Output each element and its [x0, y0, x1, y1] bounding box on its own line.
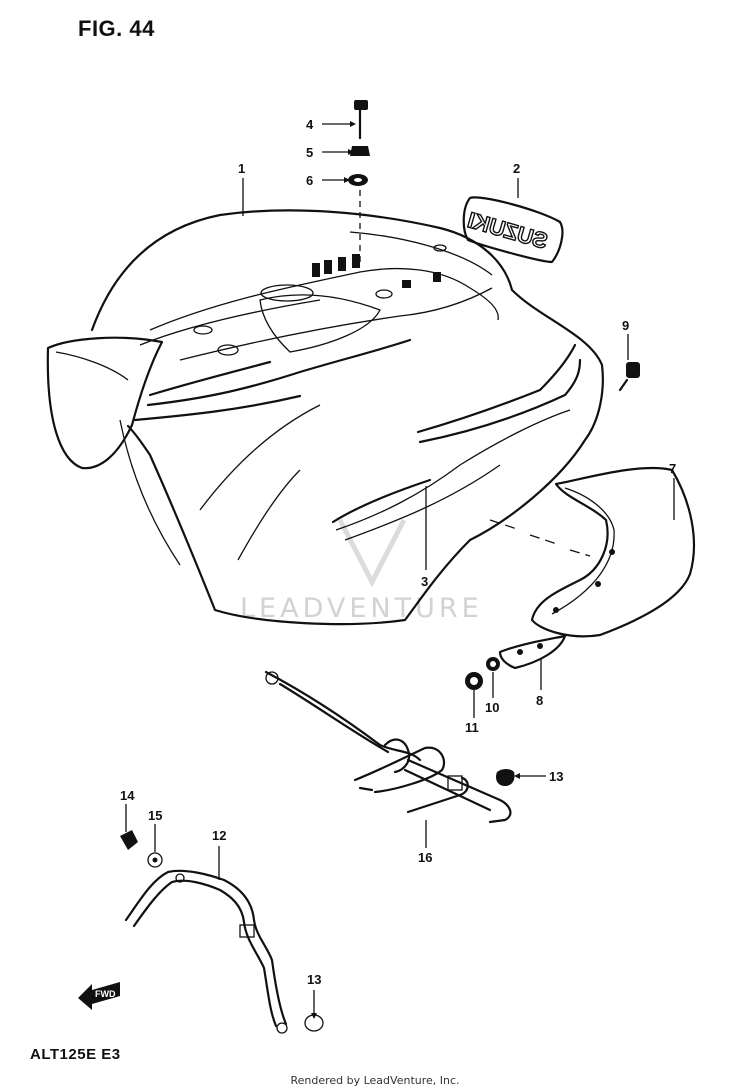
callout-5: 5 — [306, 145, 313, 160]
callout-labels: 4 5 6 1 2 9 7 3 8 10 11 13 14 15 12 16 1… — [120, 117, 676, 987]
washer-10[interactable] — [486, 657, 500, 671]
figure-title: FIG. 44 — [78, 16, 155, 41]
callout-4: 4 — [306, 117, 314, 132]
emblem-text: SUZUKI — [465, 207, 551, 254]
callout-6: 6 — [306, 173, 313, 188]
callout-14: 14 — [120, 788, 135, 803]
suzuki-emblem[interactable]: SUZUKI — [462, 196, 564, 264]
rear-fender[interactable] — [46, 209, 604, 626]
callout-15: 15 — [148, 808, 162, 823]
watermark: LEADVENTURE — [240, 518, 483, 624]
model-code: ALT125E E3 — [30, 1046, 121, 1063]
callout-11: 11 — [465, 720, 479, 735]
callout-13-upper: 13 — [549, 769, 563, 784]
bolt-14[interactable] — [120, 830, 138, 850]
fender-brace[interactable] — [264, 670, 512, 824]
callout-12: 12 — [212, 828, 226, 843]
bolt-head — [354, 100, 368, 110]
fender-trim-strip[interactable] — [331, 478, 432, 524]
mud-flap[interactable] — [530, 466, 696, 638]
flap-bracket[interactable] — [498, 634, 567, 670]
callout-10: 10 — [485, 700, 499, 715]
callout-16: 16 — [418, 850, 432, 865]
fender-stay[interactable] — [124, 869, 288, 1034]
nut — [350, 146, 370, 156]
callout-9: 9 — [622, 318, 629, 333]
callout-3: 3 — [421, 574, 428, 589]
fwd-label: FWD — [95, 989, 116, 999]
bolt-assembly[interactable] — [348, 100, 370, 262]
screw[interactable] — [618, 362, 640, 392]
grommet-13-upper[interactable] — [495, 769, 515, 786]
callout-1: 1 — [238, 161, 245, 176]
callout-2: 2 — [513, 161, 520, 176]
render-credit: Rendered by LeadVenture, Inc. — [290, 1074, 460, 1087]
watermark-text: LEADVENTURE — [240, 593, 483, 624]
vent-slots — [312, 254, 441, 288]
callout-7: 7 — [669, 461, 676, 476]
nut-11[interactable] — [465, 672, 483, 690]
washer-15[interactable] — [147, 852, 163, 868]
leader-lines — [125, 121, 675, 1019]
callout-8: 8 — [536, 693, 543, 708]
callout-13-lower: 13 — [307, 972, 321, 987]
forward-arrow-icon: FWD — [78, 982, 120, 1010]
